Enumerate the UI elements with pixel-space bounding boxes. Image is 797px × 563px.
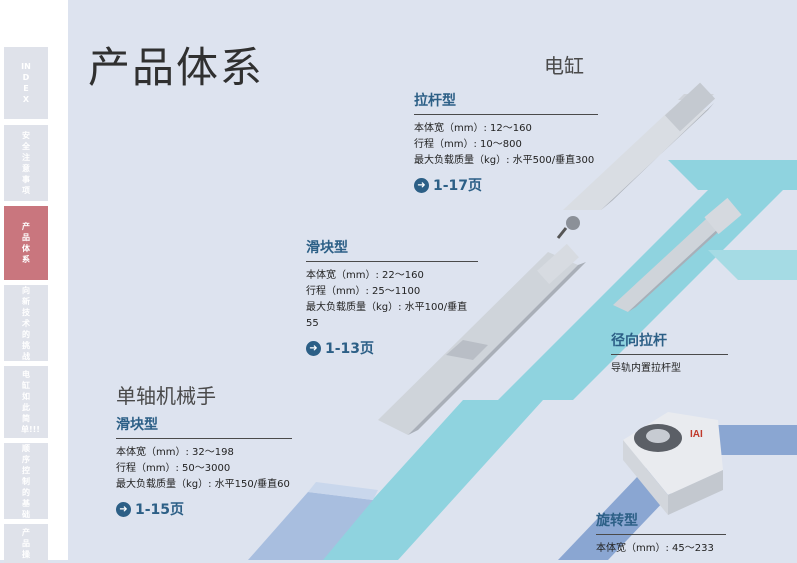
section-single-axis: 单轴机械手 — [116, 384, 216, 408]
arrow-right-icon: ➜ — [414, 177, 429, 193]
tab-sequence-basics[interactable]: 顺序控制的基础 — [4, 443, 48, 519]
tab-simple[interactable]: 电缸如此简单!!! — [4, 366, 48, 438]
rod-type-load: 最大负载质量（kg）: 水平500/垂直300 — [414, 155, 595, 166]
robot-slider-image — [248, 482, 378, 560]
robot-slider-stroke: 行程（mm）: 50～3000 — [116, 463, 231, 474]
content-area: IAI 产品体系 电缸 单轴机械手 拉杆型 本体宽（mm）: 12～160 行程… — [68, 0, 797, 560]
slider-type-stroke: 行程（mm）: 25～1100 — [306, 286, 421, 297]
rotary-heading: 旋转型 — [596, 510, 726, 535]
radial-rod-heading: 径向拉杆 — [611, 330, 728, 355]
rod-type-block: 拉杆型 本体宽（mm）: 12～160 行程（mm）: 10～800 最大负载质… — [414, 90, 598, 195]
tab-operation[interactable]: 产品操作 — [4, 524, 48, 563]
rod-type-page-link[interactable]: ➜1-17页 — [414, 175, 598, 195]
tab-index[interactable]: INDEX — [4, 47, 48, 119]
arrow-right-icon: ➜ — [306, 340, 321, 356]
slider-type-block: 滑块型 本体宽（mm）: 22～160 行程（mm）: 25～1100 最大负载… — [306, 237, 478, 358]
tab-safety[interactable]: 安全注意事项 — [4, 125, 48, 201]
slider-type-width: 本体宽（mm）: 22～160 — [306, 270, 424, 281]
radial-rod-sub: 导轨内置拉杆型 — [611, 363, 681, 374]
slider-actuator-image — [378, 243, 586, 435]
tab-new-tech[interactable]: 向新技术的挑战 — [4, 285, 48, 361]
rod-type-width: 本体宽（mm）: 12～160 — [414, 123, 532, 134]
page-title: 产品体系 — [88, 43, 265, 92]
product-illustration: IAI — [248, 82, 797, 560]
radial-rod-image — [613, 197, 742, 312]
rod-type-stroke: 行程（mm）: 10～800 — [414, 139, 522, 150]
rotary-width: 本体宽（mm）: 45～233 — [596, 543, 714, 554]
robot-slider-block: 滑块型 本体宽（mm）: 32～198 行程（mm）: 50～3000 最大负载… — [116, 414, 292, 519]
slider-type-heading: 滑块型 — [306, 237, 478, 262]
tab-product-system[interactable]: 产品体系 — [4, 206, 48, 280]
robot-slider-page-link[interactable]: ➜1-15页 — [116, 499, 292, 519]
radial-rod-block: 径向拉杆 导轨内置拉杆型 — [611, 330, 728, 377]
robot-slider-width: 本体宽（mm）: 32～198 — [116, 447, 234, 458]
section-electric-cylinder: 电缸 — [544, 54, 584, 78]
sidebar: INDEX 安全注意事项 产品体系 向新技术的挑战 电缸如此简单!!! 顺序控制… — [0, 0, 68, 563]
arrow-right-icon: ➜ — [116, 501, 131, 517]
robot-slider-load: 最大负载质量（kg）: 水平150/垂直60 — [116, 479, 290, 490]
iai-logo: IAI — [690, 429, 703, 440]
rotary-block: 旋转型 本体宽（mm）: 45～233 — [596, 510, 726, 557]
slider-type-load: 最大负载质量（kg）: 水平100/垂直55 — [306, 302, 468, 329]
slider-type-page-link[interactable]: ➜1-13页 — [306, 338, 478, 358]
rod-type-heading: 拉杆型 — [414, 90, 598, 115]
rod-cylinder-image — [556, 82, 716, 239]
rotary-actuator-image — [623, 412, 723, 515]
robot-slider-heading: 滑块型 — [116, 414, 292, 439]
